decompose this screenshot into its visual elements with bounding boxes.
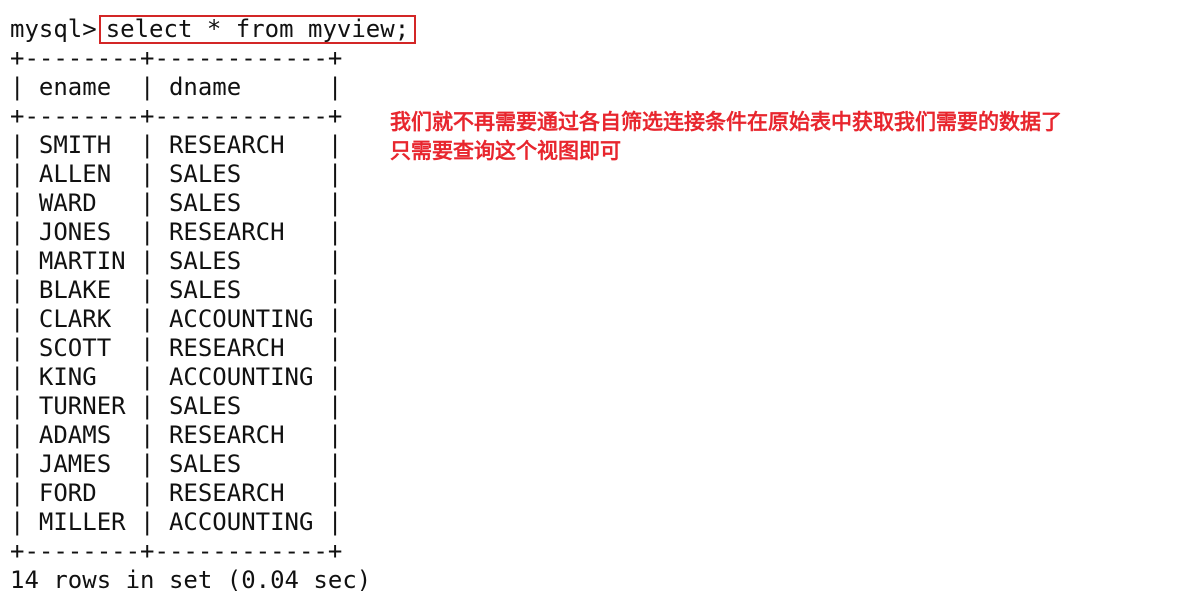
mysql-prompt: mysql> [10, 15, 97, 43]
result-summary: 14 rows in set (0.04 sec) [10, 566, 372, 594]
table-row: | ALLEN | SALES | [10, 160, 343, 188]
table-row: | SCOTT | RESEARCH | [10, 334, 343, 362]
table-row: | JAMES | SALES | [10, 450, 343, 478]
table-row: | JONES | RESEARCH | [10, 218, 343, 246]
table-row: | KING | ACCOUNTING | [10, 363, 343, 391]
annotation-note: 我们就不再需要通过各自筛选连接条件在原始表中获取我们需要的数据了 只需要查询这个… [390, 108, 1062, 166]
table-border-header: +--------+------------+ [10, 102, 343, 130]
table-row: | WARD | SALES | [10, 189, 343, 217]
annotation-line-2: 只需要查询这个视图即可 [390, 139, 621, 163]
table-header-row: | ename | dname | [10, 73, 343, 101]
table-row: | TURNER | SALES | [10, 392, 343, 420]
table-row: | SMITH | RESEARCH | [10, 131, 343, 159]
table-row: | FORD | RESEARCH | [10, 479, 343, 507]
table-row: | MILLER | ACCOUNTING | [10, 508, 343, 536]
table-row: | CLARK | ACCOUNTING | [10, 305, 343, 333]
table-row: | BLAKE | SALES | [10, 276, 343, 304]
highlighted-command: select * from myview; [98, 15, 417, 44]
prompt-line: mysql> select * from myview; [10, 15, 417, 44]
terminal-output: mysql> select * from myview; +--------+-… [10, 15, 417, 595]
table-border-bottom: +--------+------------+ [10, 537, 343, 565]
table-row: | MARTIN | SALES | [10, 247, 343, 275]
table-row: | ADAMS | RESEARCH | [10, 421, 343, 449]
table-border-top: +--------+------------+ [10, 44, 343, 72]
annotation-line-1: 我们就不再需要通过各自筛选连接条件在原始表中获取我们需要的数据了 [390, 110, 1062, 134]
